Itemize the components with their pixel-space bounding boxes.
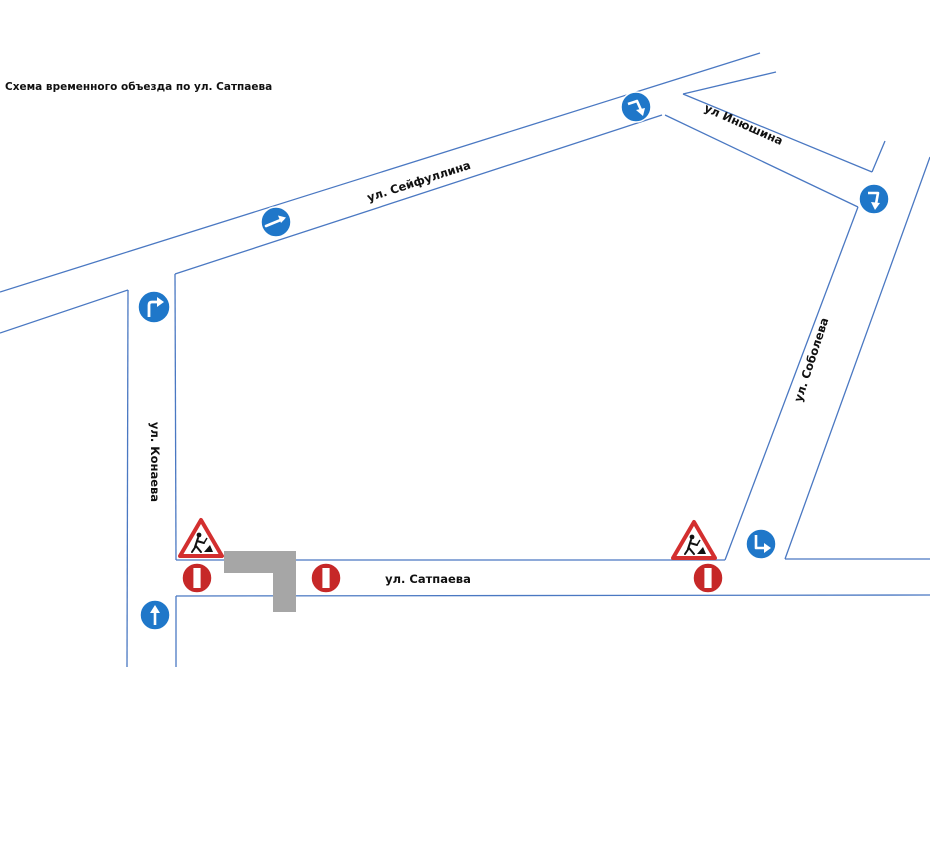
no-entry-icon bbox=[692, 562, 724, 594]
map-title: Схема временного объезда по ул. Сатпаева bbox=[5, 81, 273, 93]
arrow-right-turn-icon bbox=[137, 290, 171, 324]
street-label-seifullina: ул. Сейфуллина bbox=[365, 158, 472, 205]
arrow-bend-right-icon bbox=[620, 91, 652, 123]
road-works-icon bbox=[671, 520, 717, 560]
road-closure-block bbox=[224, 551, 296, 612]
arrow-down-right-icon bbox=[745, 528, 777, 560]
road-konaev bbox=[126, 273, 177, 668]
street-label-satpaev: ул. Сатпаева bbox=[385, 572, 471, 586]
arrow-right-icon bbox=[260, 206, 292, 238]
no-entry-icon bbox=[310, 562, 342, 594]
arrow-up-icon bbox=[139, 599, 171, 631]
road-works-icon bbox=[178, 518, 224, 558]
arrow-down-turn-icon bbox=[858, 183, 890, 215]
street-label-sobolev: ул. Соболева bbox=[791, 316, 831, 404]
street-label-konaev: ул. Конаева bbox=[148, 422, 162, 502]
road-inyushina bbox=[664, 71, 886, 208]
road-sobolev bbox=[724, 156, 930, 561]
no-entry-icon bbox=[181, 562, 213, 594]
street-label-inyushina: ул Инюшина bbox=[702, 101, 785, 148]
